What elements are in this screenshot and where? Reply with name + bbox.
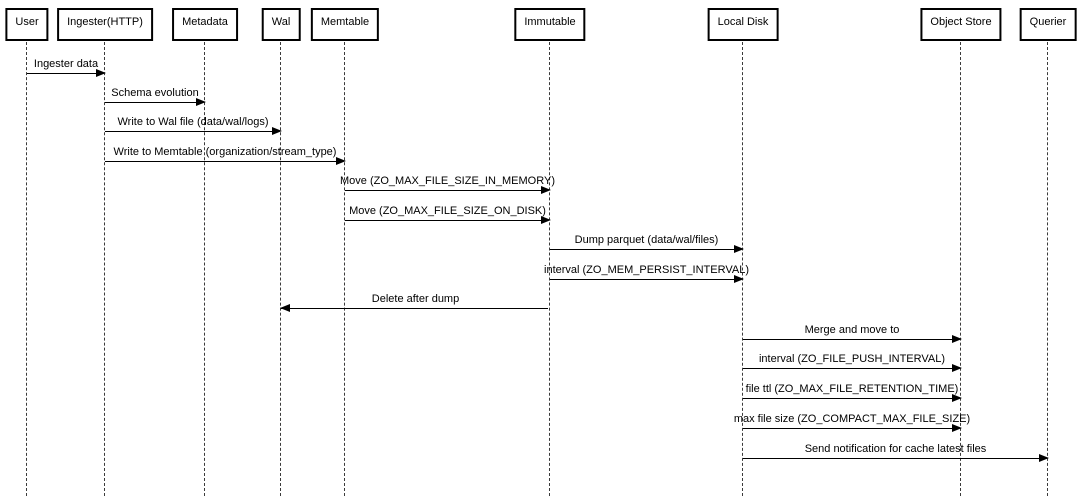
arrowhead-icon [96,69,106,77]
message-line [743,428,959,429]
actor-box-querier: Querier [1019,8,1077,41]
lifeline-user [26,37,27,496]
message-line [345,190,548,191]
message-label: Schema evolution [111,87,199,99]
lifeline-metadata [204,37,205,496]
arrowhead-icon [196,98,206,106]
message-line [105,161,343,162]
actor-box-object-store: Object Store [920,8,1002,41]
arrowhead-icon [1039,454,1049,462]
lifeline-object-store [960,37,961,496]
arrowhead-icon [541,216,551,224]
arrowhead-icon [952,364,962,372]
arrowhead-icon [272,127,282,135]
message-label: Merge and move to [804,324,900,336]
arrowhead-icon [952,424,962,432]
actor-box-ingester-http: Ingester(HTTP) [57,8,153,41]
lifeline-querier [1047,37,1048,496]
lifeline-ingester-http [104,37,105,496]
message-line [743,398,959,399]
lifeline-local-disk [742,37,743,496]
message-line [281,308,548,309]
message-label: Delete after dump [371,293,460,305]
message-label: Ingester data [33,58,99,70]
actor-box-user: User [5,8,49,41]
message-label: interval (ZO_FILE_PUSH_INTERVAL) [758,353,946,365]
arrowhead-icon [734,245,744,253]
message-label: Write to Memtable (organization/stream_t… [113,146,337,158]
message-label: Move (ZO_MAX_FILE_SIZE_ON_DISK) [349,205,546,217]
message-label: Move (ZO_MAX_FILE_SIZE_IN_MEMORY) [340,175,555,187]
lifeline-wal [280,37,281,496]
message-label: Write to Wal file (data/wal/logs) [117,116,269,128]
arrowhead-icon [336,157,346,165]
arrowhead-icon [952,335,962,343]
message-label: file ttl (ZO_MAX_FILE_RETENTION_TIME) [745,383,959,395]
message-label: max file size (ZO_COMPACT_MAX_FILE_SIZE) [733,413,971,425]
message-line [743,368,959,369]
actor-box-metadata: Metadata [172,8,238,41]
message-line [105,131,279,132]
actor-box-local-disk: Local Disk [707,8,779,41]
message-line [550,249,741,250]
lifeline-immutable [549,37,550,496]
message-line [345,220,548,221]
lifeline-memtable [344,37,345,496]
message-line [27,73,103,74]
arrowhead-icon [952,394,962,402]
message-label: Send notification for cache latest files [804,443,987,455]
message-line [105,102,203,103]
arrowhead-icon [280,304,290,312]
message-line [743,339,959,340]
message-label: interval (ZO_MEM_PERSIST_INTERVAL) [544,264,749,276]
arrowhead-icon [734,275,744,283]
actor-box-wal: Wal [261,8,301,41]
message-label: Dump parquet (data/wal/files) [574,234,719,246]
arrowhead-icon [541,186,551,194]
message-line [550,279,741,280]
message-line [743,458,1046,459]
actor-box-immutable: Immutable [514,8,586,41]
actor-box-memtable: Memtable [310,8,380,41]
